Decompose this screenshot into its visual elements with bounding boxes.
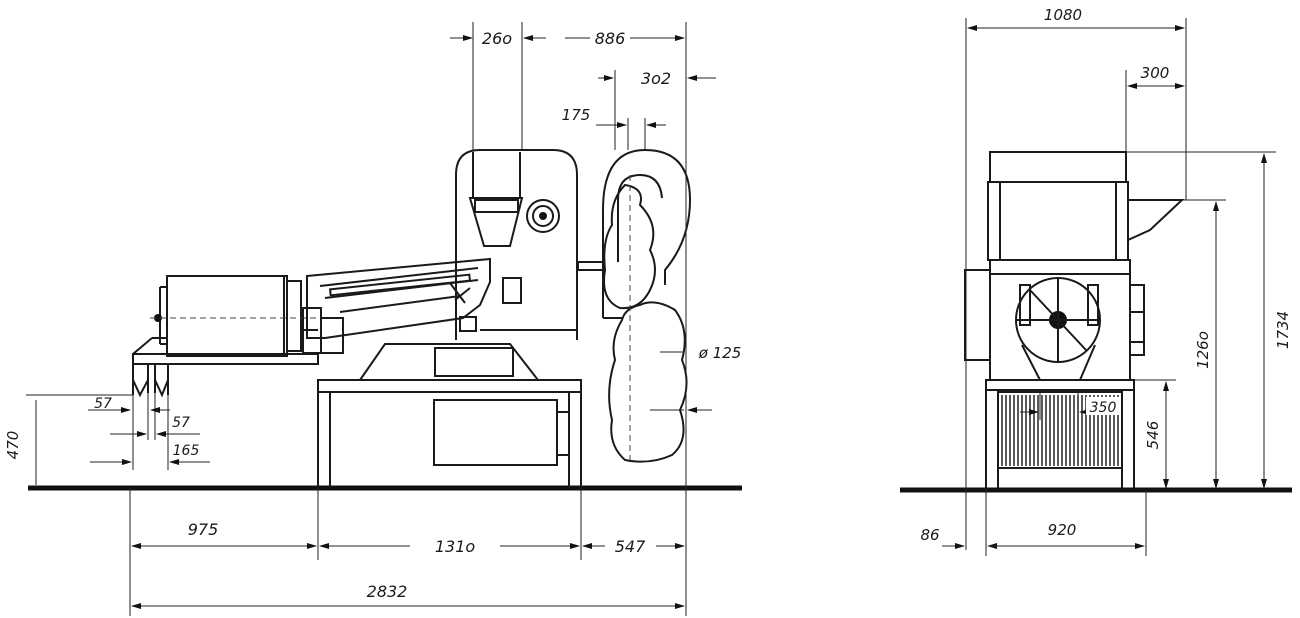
dim-57a-label: 57 <box>94 396 112 412</box>
dim-175-label: 175 <box>562 106 591 124</box>
dim-dia125-label: ø 125 <box>698 344 742 362</box>
dim-165-label: 165 <box>173 443 200 459</box>
machine-stand <box>317 343 582 488</box>
dim-302-label: 3o2 <box>641 69 671 88</box>
dim-1310-label: 131o <box>435 537 476 556</box>
dim-1734-label: 1734 <box>1274 311 1292 349</box>
dim-547-label: 547 <box>615 537 646 556</box>
inclined-feeder <box>306 257 491 339</box>
feed-drum-unit <box>132 275 319 398</box>
side-view: 26o 886 3o2 175 ø 125 57 <box>4 22 742 616</box>
dim-975-label: 975 <box>188 520 219 539</box>
dim-350-label: 350 <box>1090 400 1117 416</box>
dim-2832-label: 2832 <box>367 582 408 601</box>
dim-57b-label: 57 <box>172 415 190 431</box>
dim-86-label: 86 <box>920 526 939 544</box>
dim-546-label: 546 <box>1144 421 1162 450</box>
duct-filter-bag <box>602 148 692 463</box>
dim-920-label: 920 <box>1048 521 1077 539</box>
dim-1260-label: 126o <box>1194 331 1212 369</box>
front-view: 1080 300 1734 126o 546 350 <box>900 6 1292 556</box>
dim-260-label: 26o <box>482 29 512 48</box>
dim-300-label: 300 <box>1141 64 1170 82</box>
side-dimensions: 26o 886 3o2 175 ø 125 57 <box>4 22 741 616</box>
dim-470-label: 470 <box>4 431 22 460</box>
dim-886-label: 886 <box>595 29 626 48</box>
front-dimensions: 1080 300 1734 126o 546 350 <box>920 6 1292 556</box>
opener-housing <box>455 149 605 340</box>
dim-1080-label: 1080 <box>1044 6 1082 24</box>
